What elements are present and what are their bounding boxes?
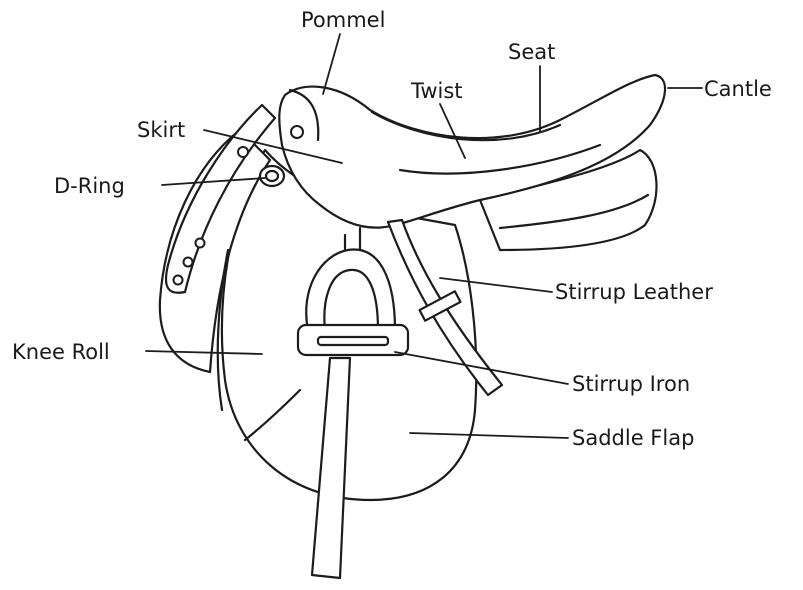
label-stirrup-leather: Stirrup Leather xyxy=(555,280,713,304)
label-stirrup-iron: Stirrup Iron xyxy=(572,372,690,396)
label-d-ring: D-Ring xyxy=(54,174,125,198)
d-ring-shape xyxy=(260,166,284,186)
label-pommel: Pommel xyxy=(301,8,385,32)
label-skirt: Skirt xyxy=(137,118,185,142)
label-saddle-flap: Saddle Flap xyxy=(572,426,694,450)
label-knee-roll: Knee Roll xyxy=(12,340,110,364)
label-twist: Twist xyxy=(410,79,463,103)
label-seat: Seat xyxy=(508,40,555,64)
label-cantle: Cantle xyxy=(704,77,772,101)
